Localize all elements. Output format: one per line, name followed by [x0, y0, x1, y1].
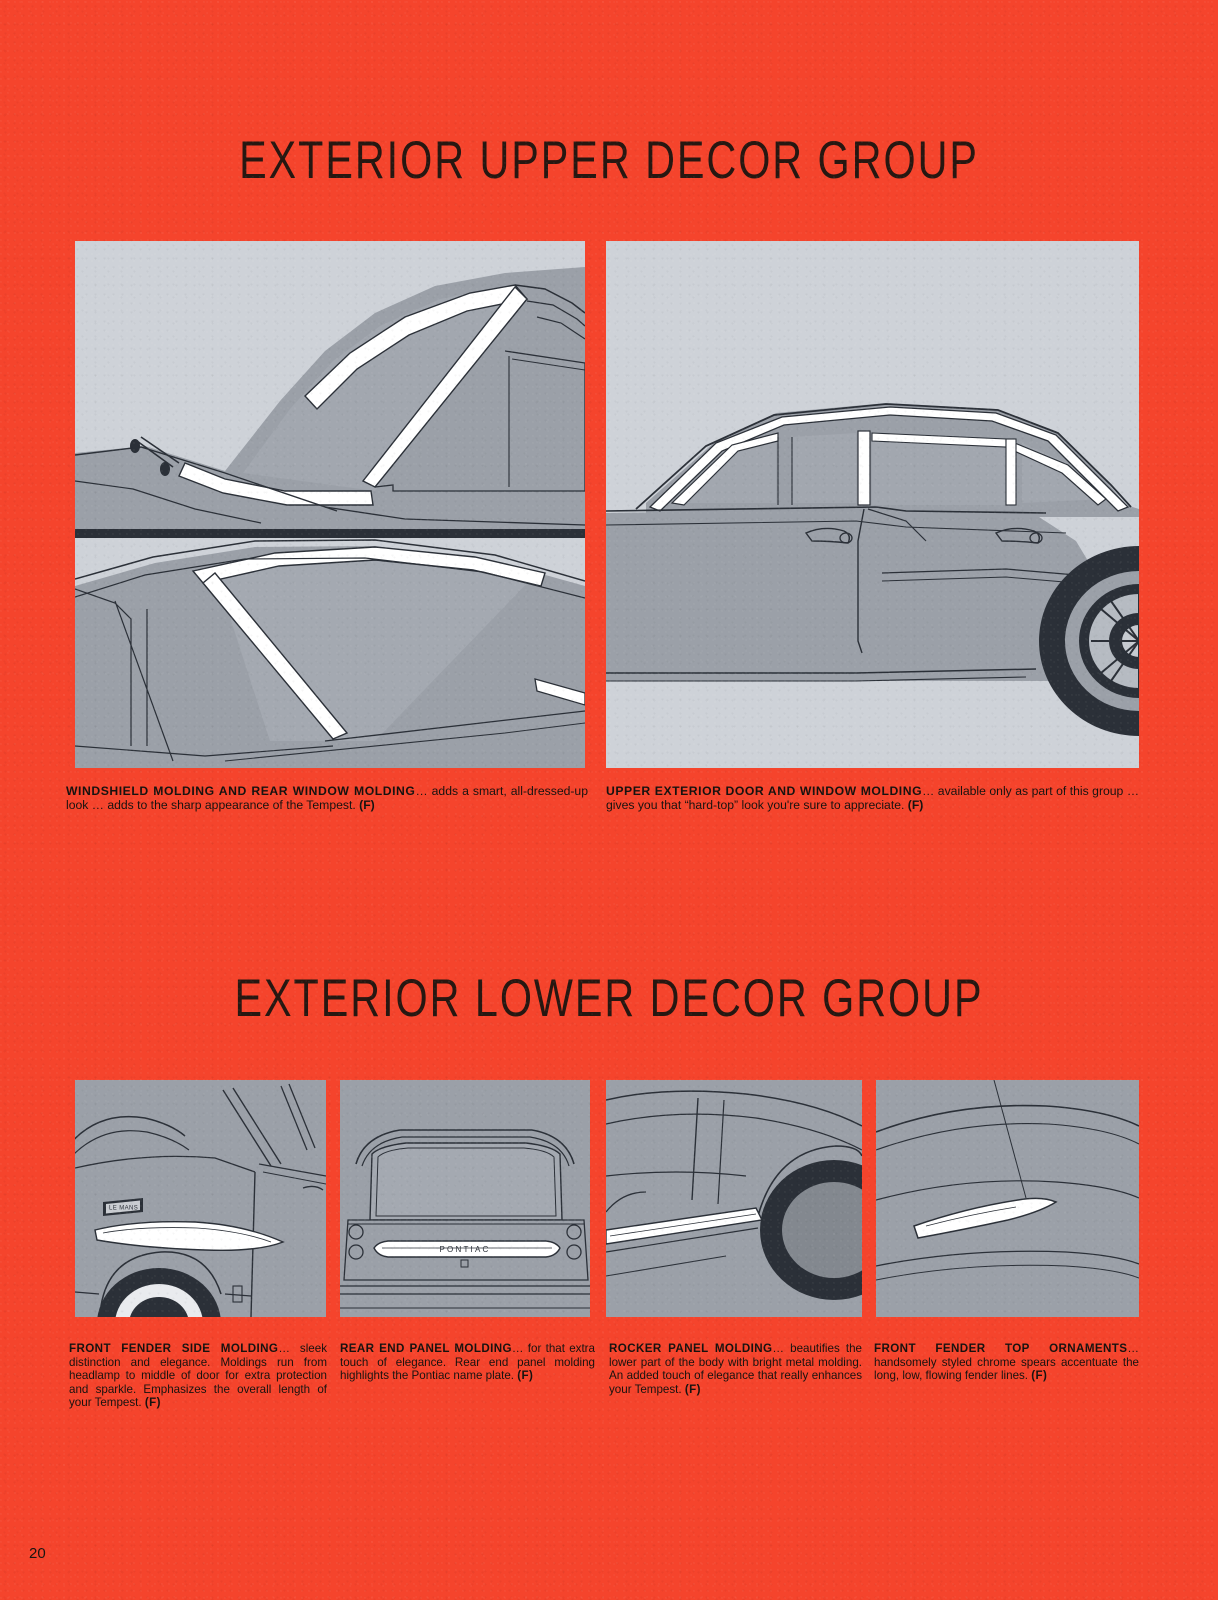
caption-front-fender-side-molding: FRONT FENDER SIDE MOLDING… sleek distinc…: [69, 1342, 327, 1410]
caption-windshield-molding: WINDSHIELD MOLDING AND REAR WINDOW MOLDI…: [66, 784, 588, 813]
section-title-lower: EXTERIOR LOWER DECOR GROUP: [234, 969, 984, 1028]
caption-body: … available only as part of this group ……: [606, 784, 1140, 813]
caption-code: (F): [684, 1382, 701, 1396]
illustration-front-fender-side-molding: LE MANS: [75, 1080, 326, 1317]
pontiac-nameplate-text: PONTIAC: [440, 1245, 491, 1254]
le-mans-badge-text: LE MANS: [109, 1206, 138, 1212]
windshield-illustration-svg: [75, 241, 585, 768]
caption-upper-door-window-molding: UPPER EXTERIOR DOOR AND WINDOW MOLDING… …: [606, 784, 1139, 813]
illustration-rocker-panel-molding: [606, 1080, 862, 1317]
caption-code: (F): [144, 1396, 161, 1410]
caption-body: … handsomely styled chrome spears accent…: [874, 1342, 1139, 1383]
illustration-upper-door-window-molding: [606, 241, 1139, 768]
sideview-illustration-svg: [606, 241, 1139, 768]
caption-heading: ROCKER PANEL MOLDING: [609, 1342, 773, 1355]
fender-illustration-svg: LE MANS: [75, 1080, 326, 1317]
caption-front-fender-top-ornaments: FRONT FENDER TOP ORNAMENTS… handsomely s…: [874, 1342, 1139, 1383]
section-title-upper: EXTERIOR UPPER DECOR GROUP: [239, 131, 979, 190]
caption-body: … sleek distinction and elegance. Moldin…: [69, 1342, 327, 1410]
caption-body: … adds a smart, all-dressed-up look … ad…: [66, 784, 588, 813]
caption-body: … beautifies the lower part of the body …: [609, 1342, 862, 1396]
illustration-front-fender-top-ornament: [876, 1080, 1139, 1317]
caption-heading: REAR END PANEL MOLDING: [340, 1342, 512, 1355]
caption-code: (F): [359, 798, 375, 813]
pontiac-nameplate: PONTIAC: [373, 1240, 561, 1258]
caption-code: (F): [517, 1369, 534, 1383]
caption-heading: WINDSHIELD MOLDING AND REAR WINDOW MOLDI…: [66, 784, 416, 798]
rearend-illustration-svg: PONTIAC: [340, 1080, 590, 1317]
caption-body: … for that extra touch of elegance. Rear…: [340, 1342, 595, 1383]
caption-code: (F): [1031, 1369, 1048, 1383]
caption-heading: UPPER EXTERIOR DOOR AND WINDOW MOLDING: [606, 784, 923, 798]
rocker-illustration-svg: [606, 1080, 862, 1317]
caption-heading: FRONT FENDER TOP ORNAMENTS: [874, 1342, 1128, 1355]
ornament-illustration-svg: [876, 1080, 1139, 1317]
page-number: 20: [29, 1545, 46, 1562]
caption-rocker-panel-molding: ROCKER PANEL MOLDING… beautifies the low…: [609, 1342, 862, 1396]
illustration-windshield-molding: [75, 241, 585, 768]
caption-rear-end-panel-molding: REAR END PANEL MOLDING… for that extra t…: [340, 1342, 595, 1383]
caption-heading: FRONT FENDER SIDE MOLDING: [69, 1342, 279, 1355]
illustration-rear-end-panel-molding: PONTIAC: [340, 1080, 590, 1317]
le-mans-badge: LE MANS: [103, 1198, 143, 1216]
caption-code: (F): [907, 798, 924, 813]
